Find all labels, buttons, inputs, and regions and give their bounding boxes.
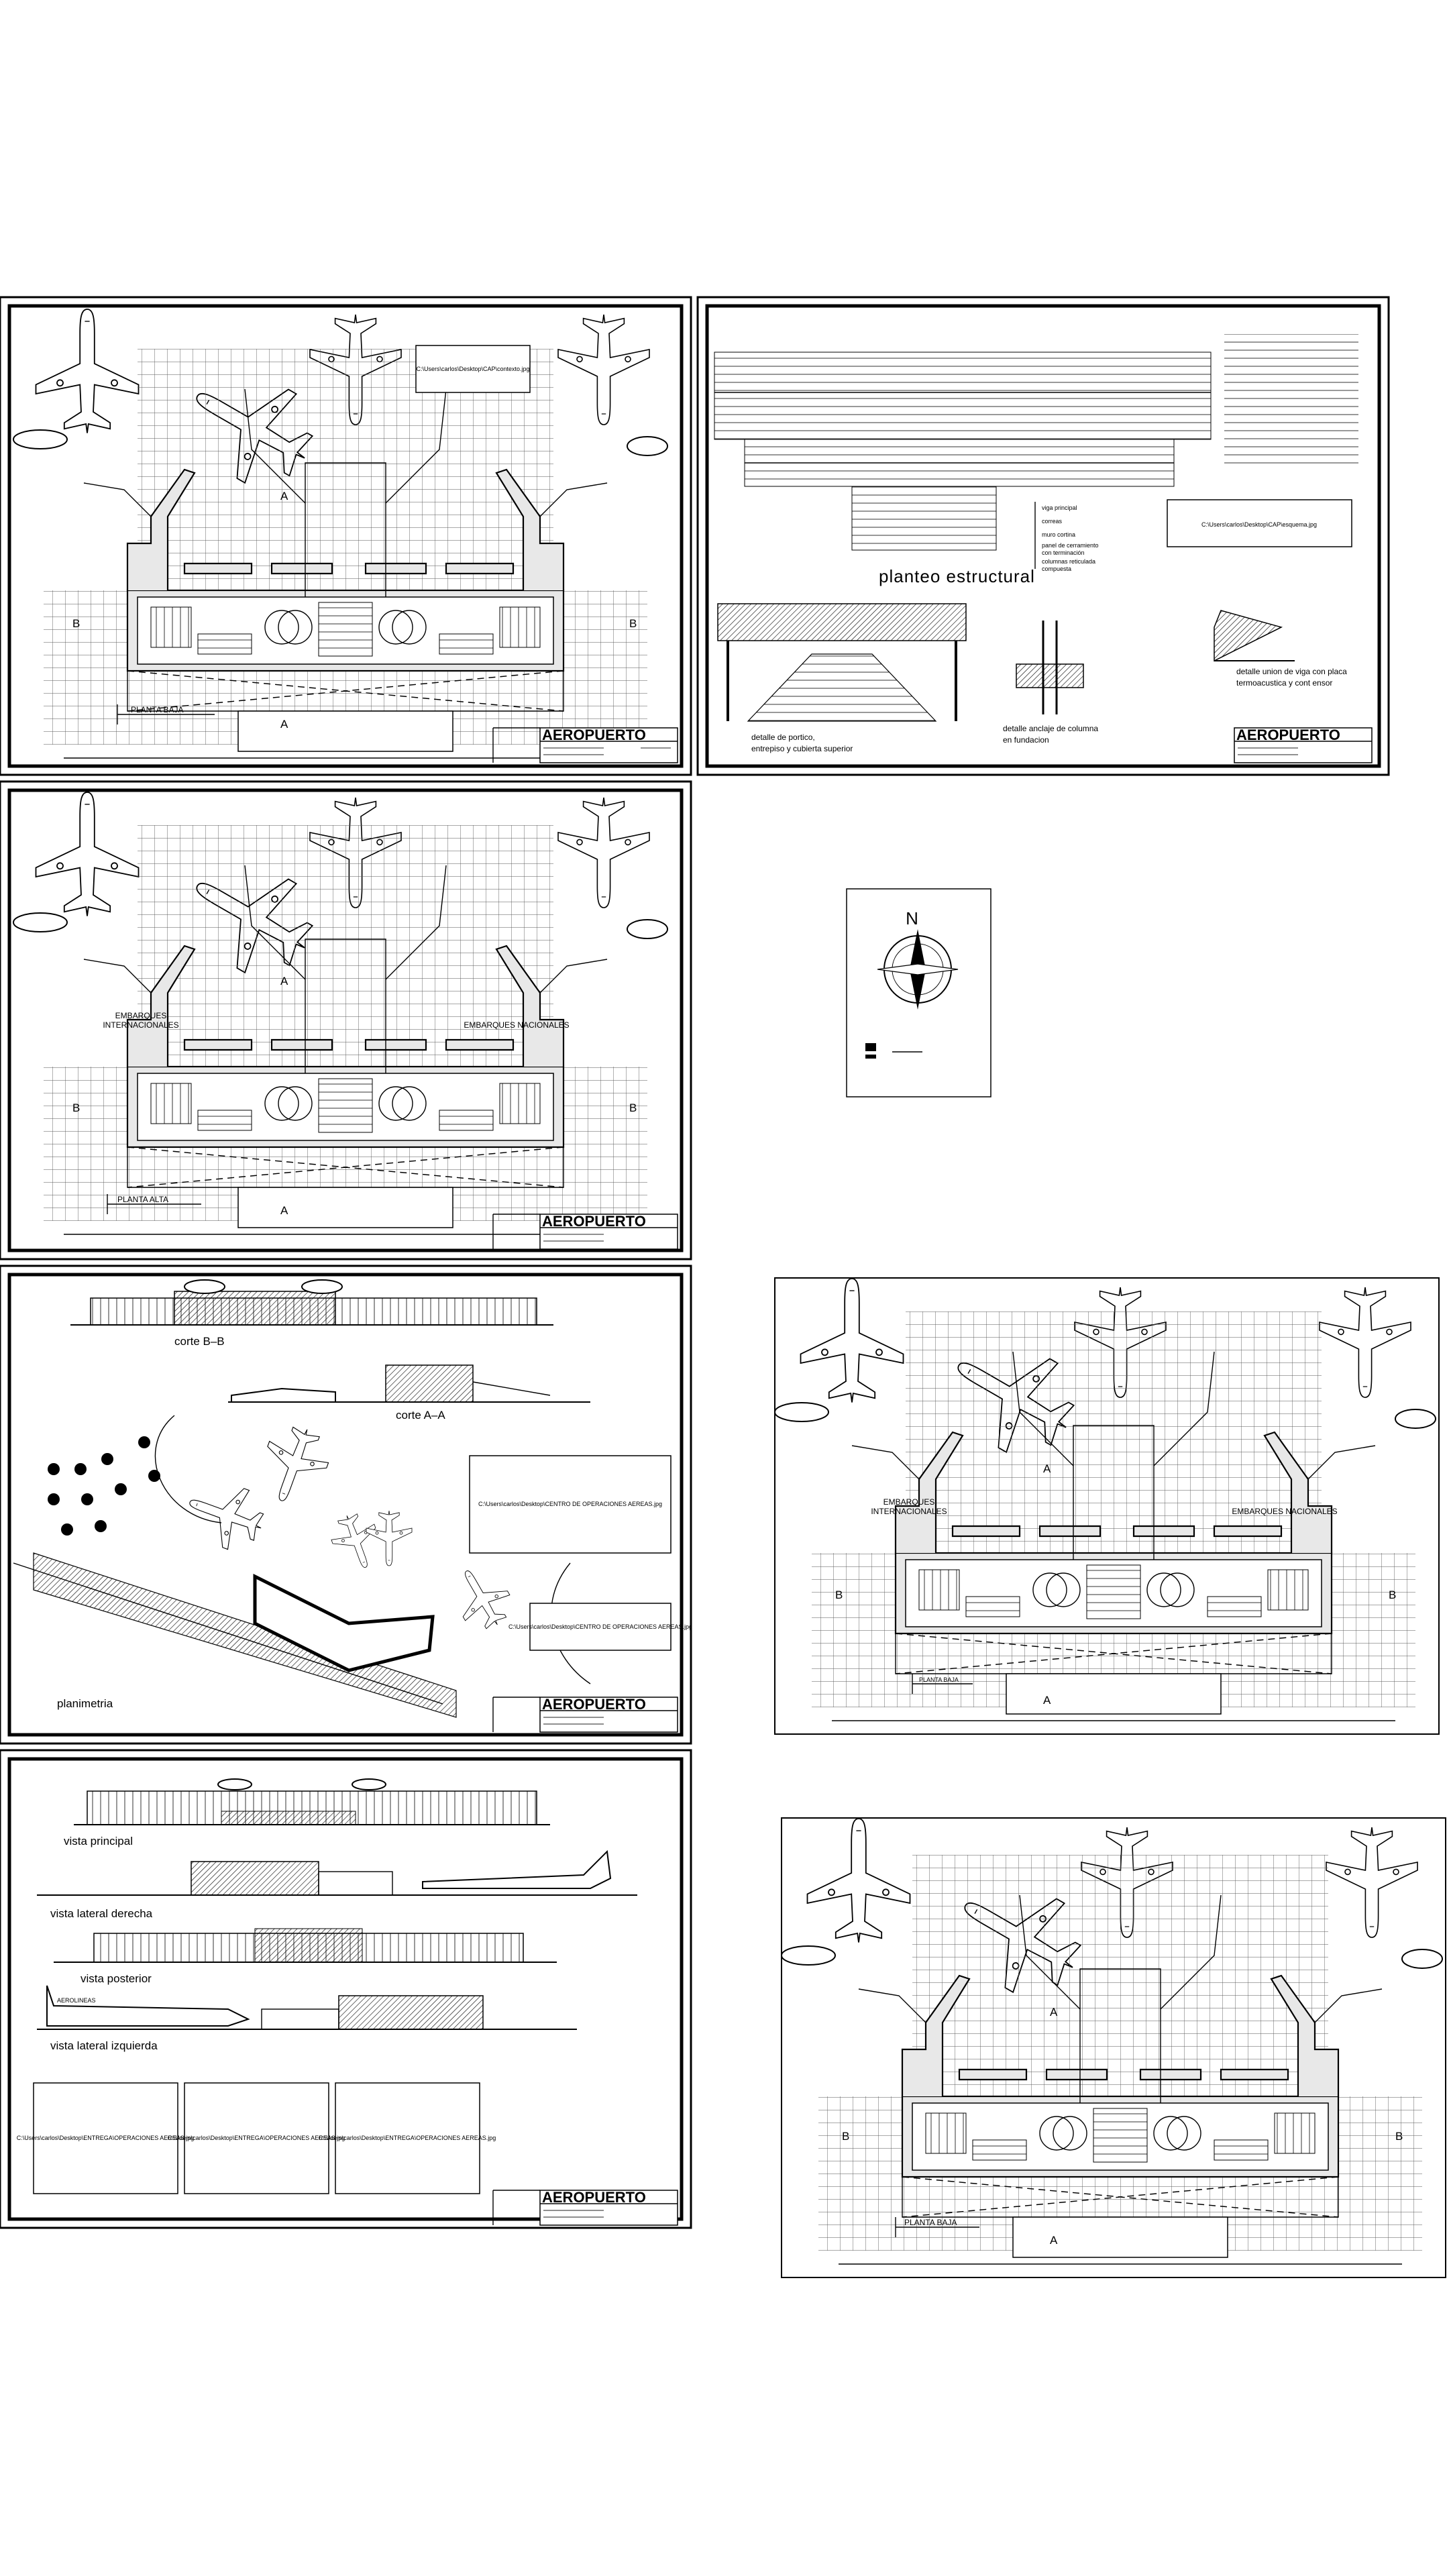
portico-detail-label-2: entrepiso y cubierta superior: [751, 744, 853, 753]
plane-livery-label: AEROLINEAS: [57, 1997, 96, 2004]
project-title-5: AEROPUERTO: [542, 2189, 646, 2206]
anclaje-detail-label-2: en fundacion: [1003, 735, 1049, 745]
section-marker-b-left-3: B: [835, 1589, 843, 1601]
portico-detail-label-1: detalle de portico,: [751, 733, 815, 742]
section-marker-b-right-3: B: [1389, 1589, 1396, 1601]
section-marker-a-bottom-3: A: [1043, 1694, 1051, 1707]
anclaje-detail-drawing: [1016, 621, 1084, 714]
structure-legend: viga principal correas muro cortina pane…: [1034, 502, 1099, 572]
embarques-internacionales-label-2: INTERNACIONALES: [103, 1020, 178, 1030]
section-marker-b-right-4: B: [1395, 2130, 1403, 2143]
section-marker-a-top-4: A: [1050, 2006, 1058, 2019]
section-marker-b-left: B: [72, 617, 80, 630]
union-detail-label-2: termoacustica y cont ensor: [1236, 678, 1332, 688]
render-image-path-1: C:\Users\carlos\Desktop\ENTREGA\OPERACIO…: [17, 2135, 195, 2141]
contexto-image-path: C:\Users\carlos\Desktop\CAP\contexto.jpg: [416, 366, 529, 372]
title-block-2: AEROPUERTO: [1234, 727, 1373, 763]
sheet-planta-baja: C:\Users\carlos\Desktop\CAP\contexto.jpg…: [0, 296, 692, 776]
north-label: N: [906, 908, 919, 928]
title-block-1: AEROPUERTO: [492, 727, 678, 763]
section-marker-a-bottom-4: A: [1050, 2234, 1058, 2247]
north-arrow-panel: N: [846, 888, 991, 1097]
legend-columnas-reticulada: columnas reticulada: [1042, 558, 1095, 565]
esquema-image-path: C:\Users\carlos\Desktop\CAP\esquema.jpg: [1201, 521, 1317, 528]
vista-principal-drawing: [74, 1778, 550, 1825]
legend-muro-cortina: muro cortina: [1042, 531, 1075, 538]
planimetria-image-path: C:\Users\carlos\Desktop\CENTRO DE OPERAC…: [478, 1501, 662, 1507]
corte-bb-label: corte B–B: [174, 1335, 225, 1348]
render-image-path-2: C:\Users\carlos\Desktop\ENTREGA\OPERACIO…: [168, 2135, 345, 2141]
anclaje-detail-label-1: detalle anclaje de columna: [1003, 724, 1098, 733]
embarques-internacionales-label-1b: EMBARQUES: [883, 1497, 935, 1507]
planta-baja-label-b: PLANTA BAJA: [919, 1676, 959, 1683]
portico-detail-drawing: [717, 603, 967, 722]
vista-principal-label: vista principal: [64, 1835, 133, 1847]
corte-aa-label: corte A–A: [396, 1409, 445, 1421]
legend-viga-principal: viga principal: [1042, 504, 1077, 511]
planimetria-drawing: [13, 1415, 591, 1718]
sheet-vistas: vista principal vista lateral derecha vi…: [0, 1749, 692, 2229]
section-marker-a-bottom: A: [280, 718, 288, 731]
structural-notes-text: [1224, 334, 1358, 468]
embarques-nacionales-label-b: EMBARQUES NACIONALES: [1232, 1507, 1337, 1516]
embarques-internacionales-label-1: EMBARQUES: [115, 1011, 167, 1020]
title-block-5: AEROPUERTO: [492, 2189, 678, 2226]
vista-posterior-drawing: [54, 1928, 557, 1963]
embarques-nacionales-label: EMBARQUES NACIONALES: [464, 1020, 569, 1030]
sheet-cortes-planimetria: corte B–B corte A–A: [0, 1265, 692, 1745]
planteo-estructural-label: planteo estructural: [879, 566, 1035, 586]
vista-lateral-derecha-drawing: [37, 1849, 637, 1896]
sheet-planteo-estructural: planteo estructural viga principal corre…: [696, 296, 1390, 776]
vista-posterior-label: vista posterior: [80, 1972, 152, 1985]
legend-correas: correas: [1042, 518, 1063, 525]
vista-lateral-izquierda-label: vista lateral izquierda: [50, 2039, 158, 2052]
title-block-3: AEROPUERTO: [492, 1213, 678, 1250]
structural-grid-plan: [714, 352, 1212, 551]
project-title-3: AEROPUERTO: [542, 1213, 646, 1230]
planimetria-small-image-path: C:\Users\carlos\Desktop\CENTRO DE OPERAC…: [508, 1623, 692, 1630]
section-marker-a-top-3: A: [1043, 1462, 1051, 1475]
legend-compuesta: compuesta: [1042, 566, 1071, 572]
planta-baja-label: PLANTA BAJA: [131, 705, 183, 714]
section-marker-a-bottom-2: A: [280, 1204, 288, 1217]
vista-lateral-izquierda-drawing: AEROLINEAS: [37, 1985, 577, 2030]
section-marker-a-top-2: A: [280, 975, 288, 987]
legend-con-terminacion: con terminación: [1042, 549, 1085, 556]
section-marker-a-top: A: [280, 490, 288, 502]
union-detail-label-1: detalle union de viga con placa: [1236, 667, 1347, 676]
legend-panel-cerramiento: panel de cerramiento: [1042, 542, 1099, 549]
embarques-internacionales-label-2b: INTERNACIONALES: [871, 1507, 947, 1516]
planimetria-label: planimetria: [57, 1697, 113, 1710]
corte-bb-drawing: [70, 1279, 553, 1326]
vista-lateral-derecha-label: vista lateral derecha: [50, 1907, 153, 1920]
section-marker-b-left-4: B: [842, 2130, 849, 2143]
plan-planta-baja-detached: A A B B PLANTA BAJA: [781, 1817, 1446, 2278]
render-image-path-3: C:\Users\carlos\Desktop\ENTREGA\OPERACIO…: [319, 2135, 496, 2141]
sheet-planta-alta: EMBARQUES INTERNACIONALES EMBARQUES NACI…: [0, 780, 692, 1260]
project-title-4: AEROPUERTO: [542, 1696, 646, 1713]
planta-alta-label: PLANTA ALTA: [117, 1195, 168, 1204]
section-marker-b-right-2: B: [629, 1102, 637, 1114]
planta-baja-label-c: PLANTA BAJA: [904, 2218, 957, 2227]
section-marker-b-left-2: B: [72, 1102, 80, 1114]
title-block-4: AEROPUERTO: [492, 1696, 678, 1733]
project-title-1: AEROPUERTO: [542, 727, 646, 743]
section-marker-b-right: B: [629, 617, 637, 630]
plan-planta-alta-detached: EMBARQUES INTERNACIONALES EMBARQUES NACI…: [774, 1277, 1440, 1735]
union-detail-drawing: [1214, 610, 1295, 662]
project-title-2: AEROPUERTO: [1236, 727, 1340, 743]
corte-aa-drawing: [228, 1364, 590, 1403]
